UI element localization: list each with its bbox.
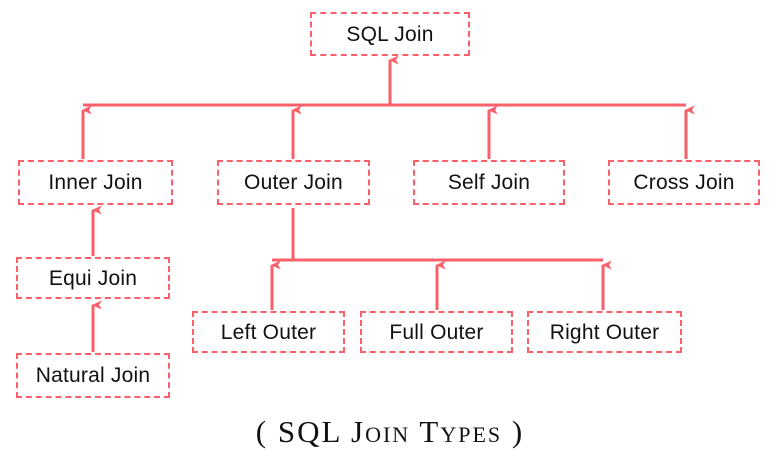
node-equi-join-label: Equi Join — [48, 266, 138, 290]
node-left-outer[interactable]: Left Outer — [192, 311, 345, 353]
node-outer-join-label: Outer Join — [244, 171, 343, 194]
node-outer-join[interactable]: Outer Join — [217, 160, 370, 205]
node-equi-join[interactable]: Equi Join — [16, 257, 170, 299]
node-right-outer[interactable]: Right Outer — [527, 311, 682, 353]
node-cross-join-label: Cross Join — [633, 171, 735, 194]
node-self-join[interactable]: Self Join — [413, 160, 565, 205]
node-full-outer-label: Full Outer — [389, 320, 484, 344]
node-natural-join[interactable]: Natural Join — [16, 353, 170, 398]
node-natural-join-label: Natural Join — [35, 364, 151, 387]
node-self-join-label: Self Join — [447, 171, 531, 194]
node-inner-join[interactable]: Inner Join — [18, 160, 173, 205]
node-right-outer-label: Right Outer — [549, 320, 660, 344]
node-left-outer-label: Left Outer — [220, 320, 317, 344]
node-sql-join-label: SQL Join — [346, 22, 434, 46]
node-inner-join-label: Inner Join — [48, 171, 143, 194]
diagram-caption: ( SQL Join Types ) — [255, 414, 525, 449]
node-full-outer[interactable]: Full Outer — [360, 311, 513, 353]
node-sql-join[interactable]: SQL Join — [310, 12, 470, 56]
node-cross-join[interactable]: Cross Join — [608, 160, 760, 205]
